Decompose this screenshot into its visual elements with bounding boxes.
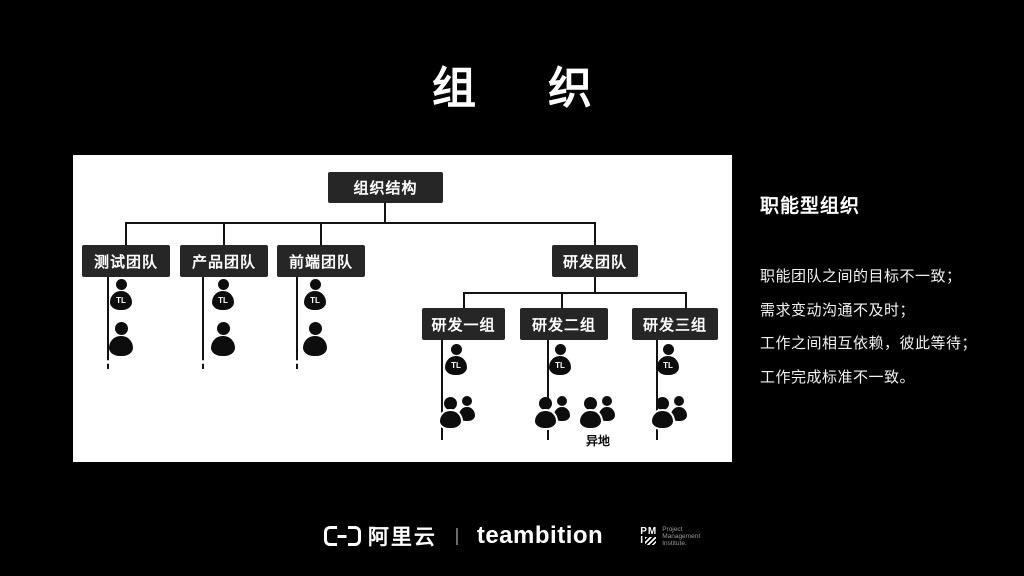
connector-line: [125, 222, 595, 224]
team-member-icon: [108, 322, 134, 356]
connector-line: [463, 292, 465, 308]
person-head: [450, 344, 462, 355]
sidebar-point: 需求变动沟通不及时；: [760, 301, 916, 319]
connector-line: [384, 203, 386, 222]
connector-line: [547, 340, 549, 440]
connector-line-dashed: [202, 355, 204, 369]
teambition-logo: teambition: [476, 522, 604, 549]
team-group-icon: [535, 396, 571, 430]
person-head: [216, 322, 230, 335]
person-head: [673, 396, 684, 406]
team-lead-icon: TL: [108, 279, 134, 310]
person-head: [662, 344, 674, 355]
org-node-rd-team: 研发团队: [552, 245, 638, 277]
connector-line: [107, 277, 109, 355]
person-head: [444, 397, 457, 410]
org-node-root: 组织结构: [328, 172, 443, 203]
person-head: [461, 396, 472, 406]
person-head: [584, 397, 597, 410]
connector-line: [561, 292, 563, 308]
footer-logos: 阿里云 teambition PM I Project Management I…: [0, 521, 1024, 551]
pmi-logo-mark: PM I: [640, 526, 658, 546]
team-lead-icon: TL: [443, 344, 469, 375]
connector-line-dashed: [107, 355, 109, 369]
alicloud-logo-text: 阿里云: [367, 526, 437, 549]
connector-line: [656, 340, 658, 440]
sidebar-points: 职能团队之间的目标不一致； 需求变动沟通不及时； 工作之间相互依赖，彼此等待； …: [760, 260, 1016, 394]
connector-line: [441, 340, 443, 440]
remote-team-group-icon: [580, 396, 616, 430]
sidebar-point: 工作之间相互依赖，彼此等待；: [760, 335, 978, 352]
person-head: [115, 279, 127, 290]
pmi-logo: PM I Project Management Institute.: [640, 526, 700, 547]
slide-title: 组织: [432, 64, 664, 113]
connector-line: [125, 222, 127, 245]
pmi-logo-text: Project Management Institute.: [662, 525, 701, 547]
team-lead-icon: TL: [547, 344, 573, 375]
person-head: [656, 397, 669, 410]
team-group-icon: [652, 396, 688, 430]
footer-divider: [455, 527, 458, 545]
org-node-rd-group-1: 研发一组: [422, 308, 505, 340]
team-member-icon: [302, 322, 328, 356]
person-head: [308, 322, 322, 335]
team-lead-icon: TL: [210, 279, 236, 310]
connector-line-dashed: [296, 355, 298, 369]
connector-line: [223, 222, 225, 245]
connector-line: [463, 292, 687, 294]
sidebar-heading: 职能型组织: [760, 196, 861, 217]
person-head: [539, 397, 552, 410]
remote-label: 异地: [585, 434, 610, 448]
org-node-rd-group-3: 研发三组: [632, 308, 718, 340]
connector-line: [202, 277, 204, 355]
team-member-icon: [210, 322, 236, 356]
team-lead-icon: TL: [302, 279, 328, 310]
org-node-rd-group-2: 研发二组: [520, 308, 608, 340]
connector-line: [594, 222, 596, 245]
sidebar-point: 职能团队之间的目标不一致；: [760, 268, 962, 285]
person-head: [601, 396, 612, 406]
org-node-product-team: 产品团队: [180, 245, 268, 277]
person-head: [554, 344, 566, 355]
person-head: [114, 322, 128, 335]
person-head: [217, 279, 229, 290]
org-chart-panel: 组织结构 测试团队 产品团队 前端团队 研发团队 TL TL: [73, 155, 732, 462]
org-node-frontend-team: 前端团队: [277, 245, 365, 277]
connector-line: [320, 222, 322, 245]
team-group-icon: [440, 396, 476, 430]
team-lead-icon: TL: [655, 344, 681, 375]
person-head: [556, 396, 567, 406]
person-head: [309, 279, 321, 290]
alicloud-logo-mark: [323, 525, 361, 547]
org-node-test-team: 测试团队: [82, 245, 170, 277]
connector-line: [594, 277, 596, 292]
pmi-stripes: [644, 536, 656, 545]
sidebar-point: 工作完成标准不一致。: [760, 368, 916, 386]
alicloud-logo: 阿里云: [323, 521, 437, 551]
connector-line: [296, 277, 298, 355]
connector-line: [685, 292, 687, 308]
